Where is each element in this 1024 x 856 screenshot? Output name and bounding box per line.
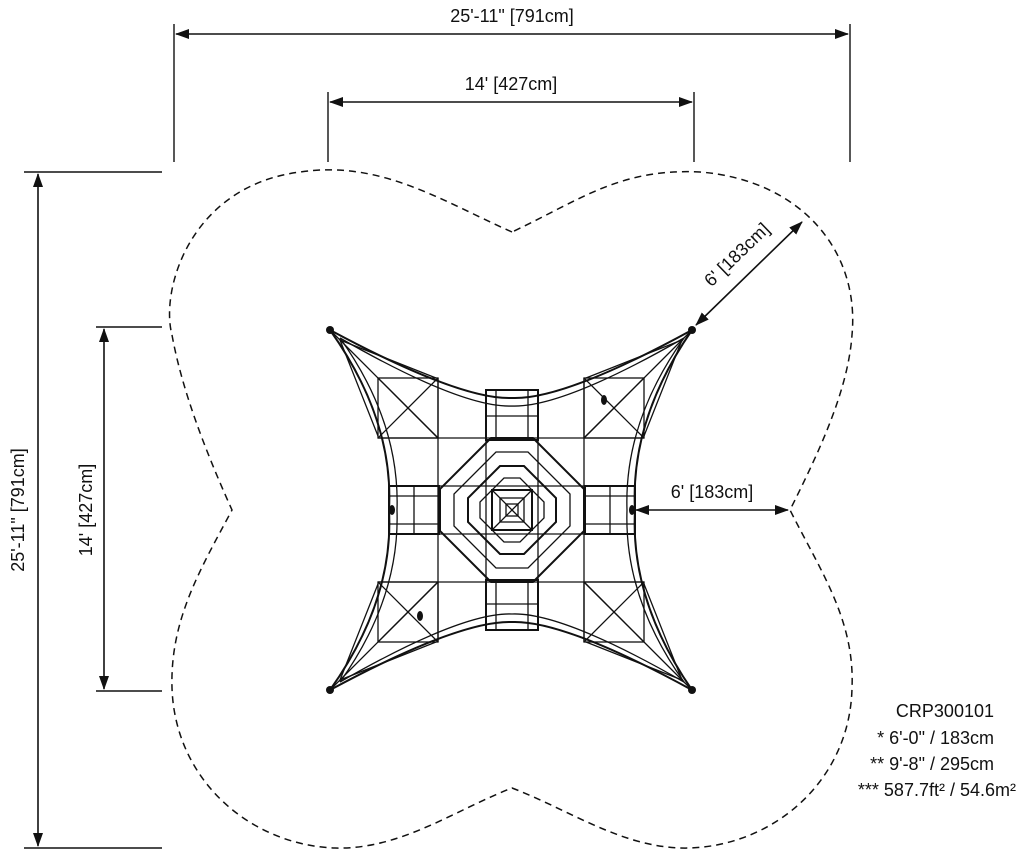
clearance-diagonal-dimension: [695, 221, 803, 326]
spec-block: CRP300101 * 6'-0" / 183cm ** 9'-8" / 295…: [858, 701, 1016, 800]
model-number: CRP300101: [896, 701, 994, 721]
clearance-diagonal-label: 6' [183cm]: [700, 219, 773, 291]
rope-net-structure: [326, 326, 696, 694]
spec-line-3: *** 587.7ft² / 54.6m²: [858, 780, 1016, 800]
overall-depth-label: 25'-11" [791cm]: [8, 448, 28, 572]
use-zone-outline: [168, 169, 854, 849]
clearance-side-label: 6' [183cm]: [671, 482, 753, 502]
spec-line-1: * 6'-0" / 183cm: [877, 728, 994, 748]
overall-width-label: 25'-11" [791cm]: [450, 6, 574, 26]
extension-lines: [24, 24, 851, 849]
equipment-width-label: 14' [427cm]: [465, 74, 558, 94]
spec-line-2: ** 9'-8" / 295cm: [870, 754, 994, 774]
equipment-depth-label: 14' [427cm]: [76, 464, 96, 557]
